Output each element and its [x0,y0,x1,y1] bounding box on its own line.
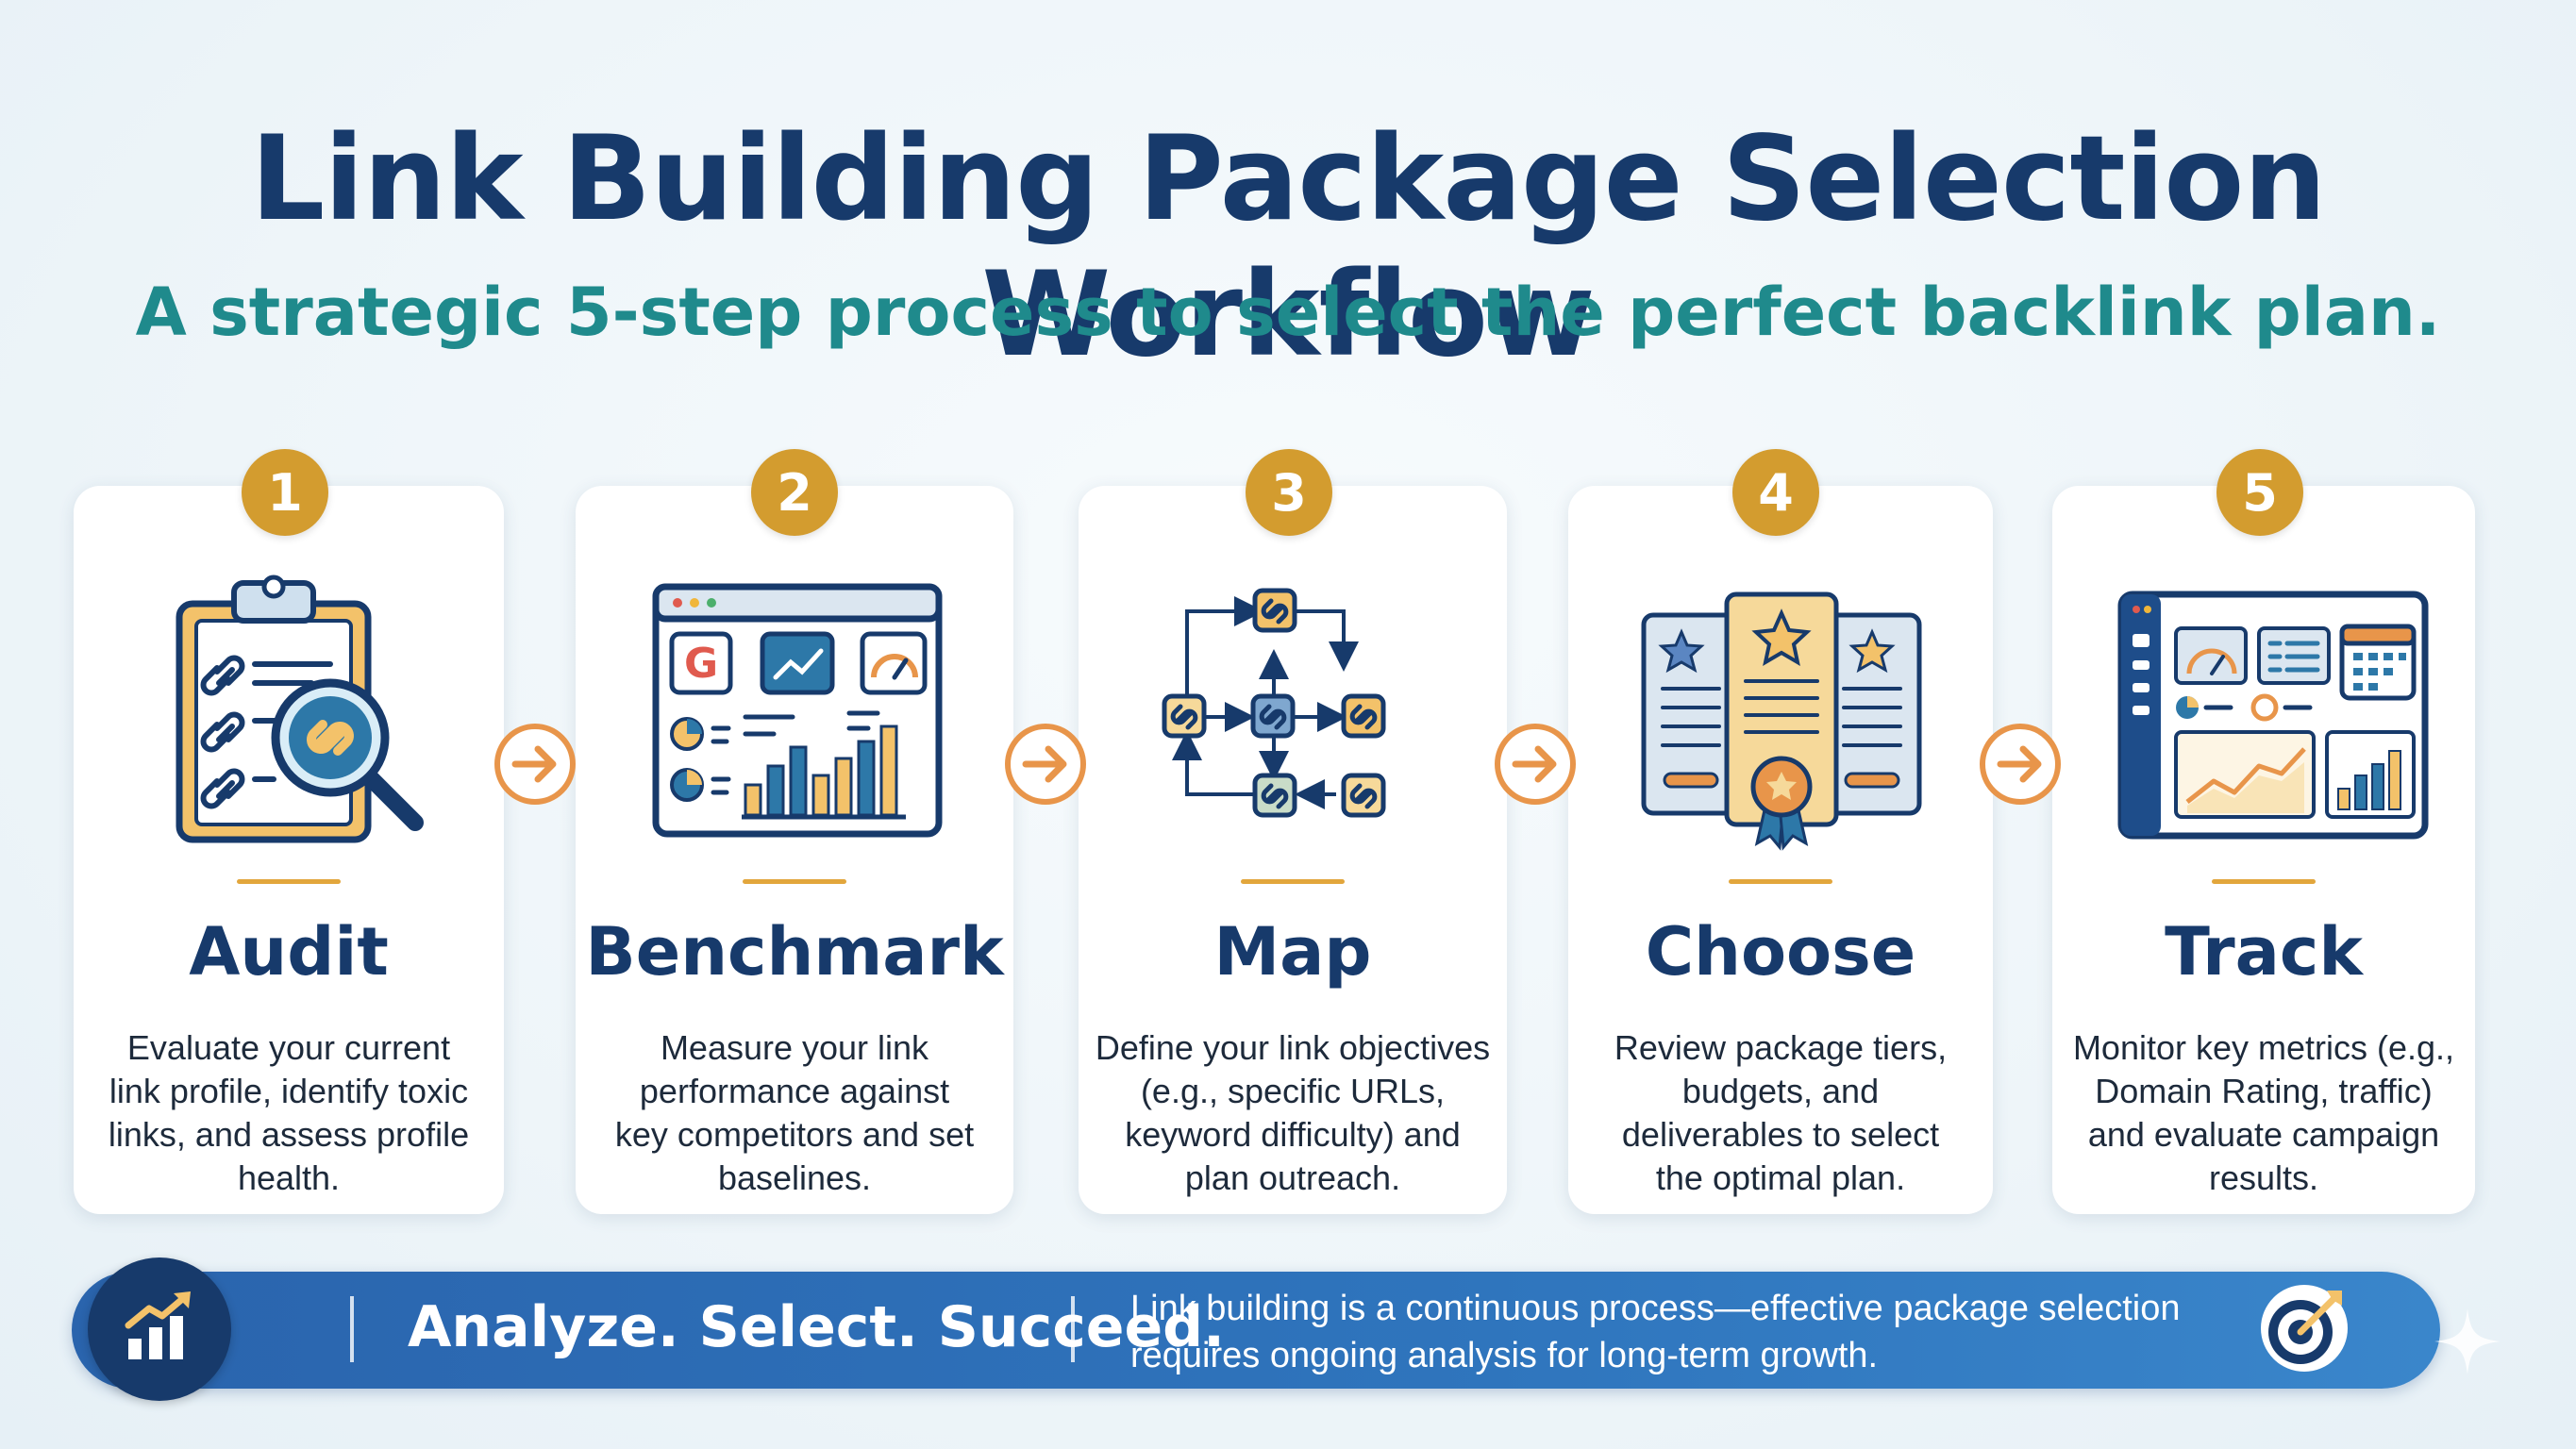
step-description: Monitor key metrics (e.g., Domain Rating… [2072,1028,2455,1197]
footer-text: Link building is a continuous process—ef… [1130,1289,2181,1375]
arrow-right-icon [1495,724,1576,805]
clipboard-magnifier-icon [176,575,424,843]
step-number-badge: 5 [2216,449,2303,536]
step-number-badge: 1 [242,449,328,536]
sparkle-icon [2434,1308,2501,1374]
arrow-right-icon [1980,724,2061,805]
footer-divider [1071,1296,1075,1362]
arrow-right-icon [1005,724,1086,805]
step-title: Choose [1645,913,1916,991]
step-description: Define your link objectives (e.g., speci… [1095,1028,1491,1197]
accent-divider [1729,879,1832,884]
accent-divider [2212,879,2316,884]
growth-chart-icon [125,1291,191,1359]
step-description: Evaluate your current link profile, iden… [108,1028,470,1197]
step-number-badge: 3 [1246,449,1332,536]
accent-divider [1241,879,1345,884]
step-number-badge: 2 [751,449,838,536]
step-description: Measure your link performance against ke… [614,1028,975,1197]
page-title: Link Building Package Selection Workflow [250,111,2326,383]
accent-divider [743,879,846,884]
step-title: Map [1213,913,1372,991]
step-title: Audit [189,913,389,991]
package-tiers-icon [1641,591,1922,851]
arrow-right-icon [494,724,576,805]
tracking-dashboard-icon [2117,591,2429,840]
footer-banner [72,1272,2440,1389]
step-number-badge: 4 [1732,449,1819,536]
footer-divider [350,1296,354,1362]
step-title: Track [2165,913,2363,991]
step-description: Review package tiers, budgets, and deliv… [1614,1028,1948,1197]
analytics-dashboard-icon: G [652,583,943,838]
accent-divider [237,879,341,884]
page-subtitle: A strategic 5-step process to select the… [135,274,2441,351]
footer-tagline: Analyze. Select. Succeed. [408,1294,1225,1360]
link-network-map-icon [1162,588,1386,818]
target-icon [2261,1285,2348,1372]
svg-text:G: G [684,640,718,688]
step-title: Benchmark [585,913,1004,991]
